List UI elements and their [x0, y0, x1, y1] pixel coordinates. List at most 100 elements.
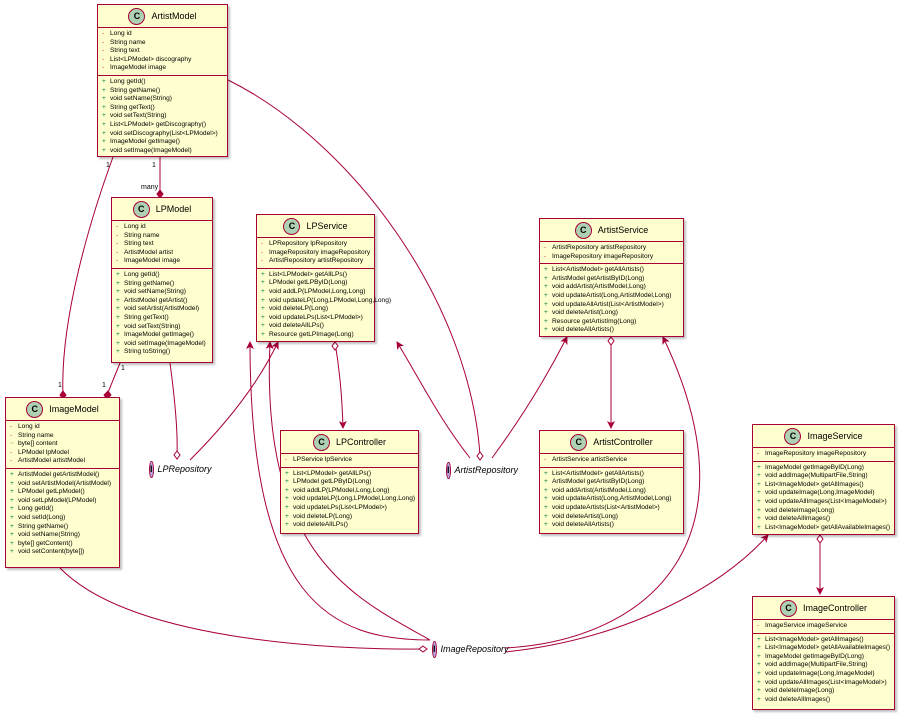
field-row: -String text: [116, 240, 208, 249]
method-text: void updateLPs(List<LPModel>): [269, 313, 363, 321]
method-row: + void setName(String): [116, 288, 208, 297]
method-row: +void setContent(byte[]): [10, 548, 115, 557]
method-text: void updateArtist(Long,ArtistModel,Long): [552, 291, 672, 299]
field-row: -ArtistService artistService: [544, 456, 679, 465]
method-row: +void updateArtists(List<ArtistModel>): [544, 504, 679, 513]
method-text: ImageModel getImage(): [124, 331, 195, 339]
method-row: +void updateLPs(List<LPModel>): [285, 504, 414, 513]
public-icon: +: [102, 103, 106, 111]
public-icon: +: [544, 486, 548, 494]
method-row: + List<ImageModel> getAllAvailableImages(…: [757, 524, 890, 533]
public-icon: +: [10, 522, 14, 530]
public-icon: +: [544, 521, 548, 529]
public-icon: +: [544, 309, 548, 317]
method-text: List<ArtistModel> getAllArtists(): [552, 266, 644, 274]
public-icon: +: [285, 478, 289, 486]
method-text: List<LPModel> getDiscography(): [110, 120, 207, 128]
field-row: -Long id: [10, 423, 115, 432]
public-icon: +: [544, 512, 548, 520]
method-text: List<ImageModel> getAllAvailableImages(): [765, 644, 891, 652]
method-row: +List<ArtistModel> getAllArtists(): [544, 470, 679, 479]
field-row: -LPService lpService: [285, 456, 414, 465]
class-fields: -LPService lpService: [281, 454, 418, 467]
method-text: void setLpModel(LPModel): [18, 496, 97, 504]
method-row: +Long getId(): [10, 505, 115, 514]
method-row: +ArtistModel getArtist(): [116, 297, 208, 306]
method-row: +void setImage(ImageModel): [116, 340, 208, 349]
method-row: +Resource getArtistImg(Long): [544, 318, 679, 327]
interface-name: ImageRepository: [440, 644, 509, 654]
interface-stereotype-icon: I: [149, 460, 154, 478]
diamond-lp-lprepo: [173, 450, 181, 460]
field-row: -ImageRepository imageRepository: [544, 253, 679, 262]
class-stereotype-icon: C: [570, 433, 588, 451]
public-icon: +: [544, 291, 548, 299]
method-text: List<ImageModel> getAllAvailableImages(): [765, 523, 891, 531]
method-text: void setArtist(ArtistModel): [124, 305, 200, 313]
method-text: byte[] getContent(): [18, 539, 73, 547]
method-row: +ImageModel getImageByID(Long): [757, 653, 890, 662]
edge-imagerepo-imageservice: [504, 534, 769, 653]
public-icon: +: [116, 288, 120, 296]
public-icon: +: [285, 521, 289, 529]
method-text: void setName(String): [124, 288, 186, 296]
class-methods: +Long getId()+String getName()+void setN…: [112, 267, 212, 359]
method-text: Resource getArtistImg(Long): [552, 317, 637, 325]
private-icon: -: [757, 450, 760, 457]
public-icon: +: [757, 497, 761, 505]
class-artist-controller[interactable]: C ArtistController -ArtistService artistSe…: [539, 430, 684, 534]
field-text: ImageService imageService: [765, 622, 848, 629]
private-icon: -: [116, 231, 119, 239]
method-row: +void setText(String): [102, 112, 223, 121]
public-icon: +: [102, 86, 106, 94]
method-text: void updateLP(Long,LPModel,Long,Long): [293, 495, 416, 503]
method-row: +LPModel getLpModel(): [10, 488, 115, 497]
method-row: +void setText(String): [116, 323, 208, 332]
method-row: +void deleteAllLPs(): [285, 521, 414, 530]
field-text: ImageRepository imageRepository: [269, 248, 371, 256]
method-row: +ArtistModel getArtistByID(Long): [544, 478, 679, 487]
method-text: void addArtist(ArtistModel,Long): [552, 486, 646, 494]
mult-lp-image-top: 1: [121, 365, 125, 372]
method-row: +void updateLP(Long,LPModel,Long,Long): [261, 297, 391, 306]
field-row: -LPRepository lpRepository: [261, 240, 370, 249]
method-row: +void updateAllImages(List<ImageModel>): [757, 498, 890, 507]
method-text: Resource getLPImage(Long): [269, 330, 354, 338]
class-fields: -Long id-String name-String text-ArtistM…: [112, 221, 212, 268]
method-text: Long getId(): [110, 77, 146, 85]
field-text: Long id: [18, 423, 40, 430]
method-text: ArtistModel getArtistModel(): [18, 470, 100, 478]
public-icon: +: [757, 523, 761, 531]
method-row: +void addLP(LPModel,Long,Long): [261, 288, 370, 297]
method-row: +String getName(): [102, 87, 223, 96]
public-icon: +: [116, 348, 120, 356]
interface-name: ArtistRepository: [454, 465, 519, 475]
method-text: void deleteImage(Long): [765, 506, 835, 514]
field-text: ImageModel image: [124, 257, 181, 265]
class-name: LPService: [306, 221, 348, 231]
public-icon: +: [757, 669, 761, 677]
private-icon: -: [102, 30, 105, 37]
public-icon: +: [285, 469, 289, 477]
field-row: -ImageService imageService: [757, 622, 890, 631]
class-fields: -LPRepository lpRepository-ImageReposito…: [257, 238, 374, 268]
class-name: ArtistController: [593, 437, 653, 447]
method-text: ArtistModel getArtistByID(Long): [552, 478, 645, 486]
class-methods: +ImageModel getImageByID(Long)+void addI…: [753, 460, 894, 535]
mult-artist-image-bottom: 1: [58, 382, 62, 389]
method-text: void deleteArtist(Long): [552, 309, 618, 317]
public-icon: +: [10, 496, 14, 504]
